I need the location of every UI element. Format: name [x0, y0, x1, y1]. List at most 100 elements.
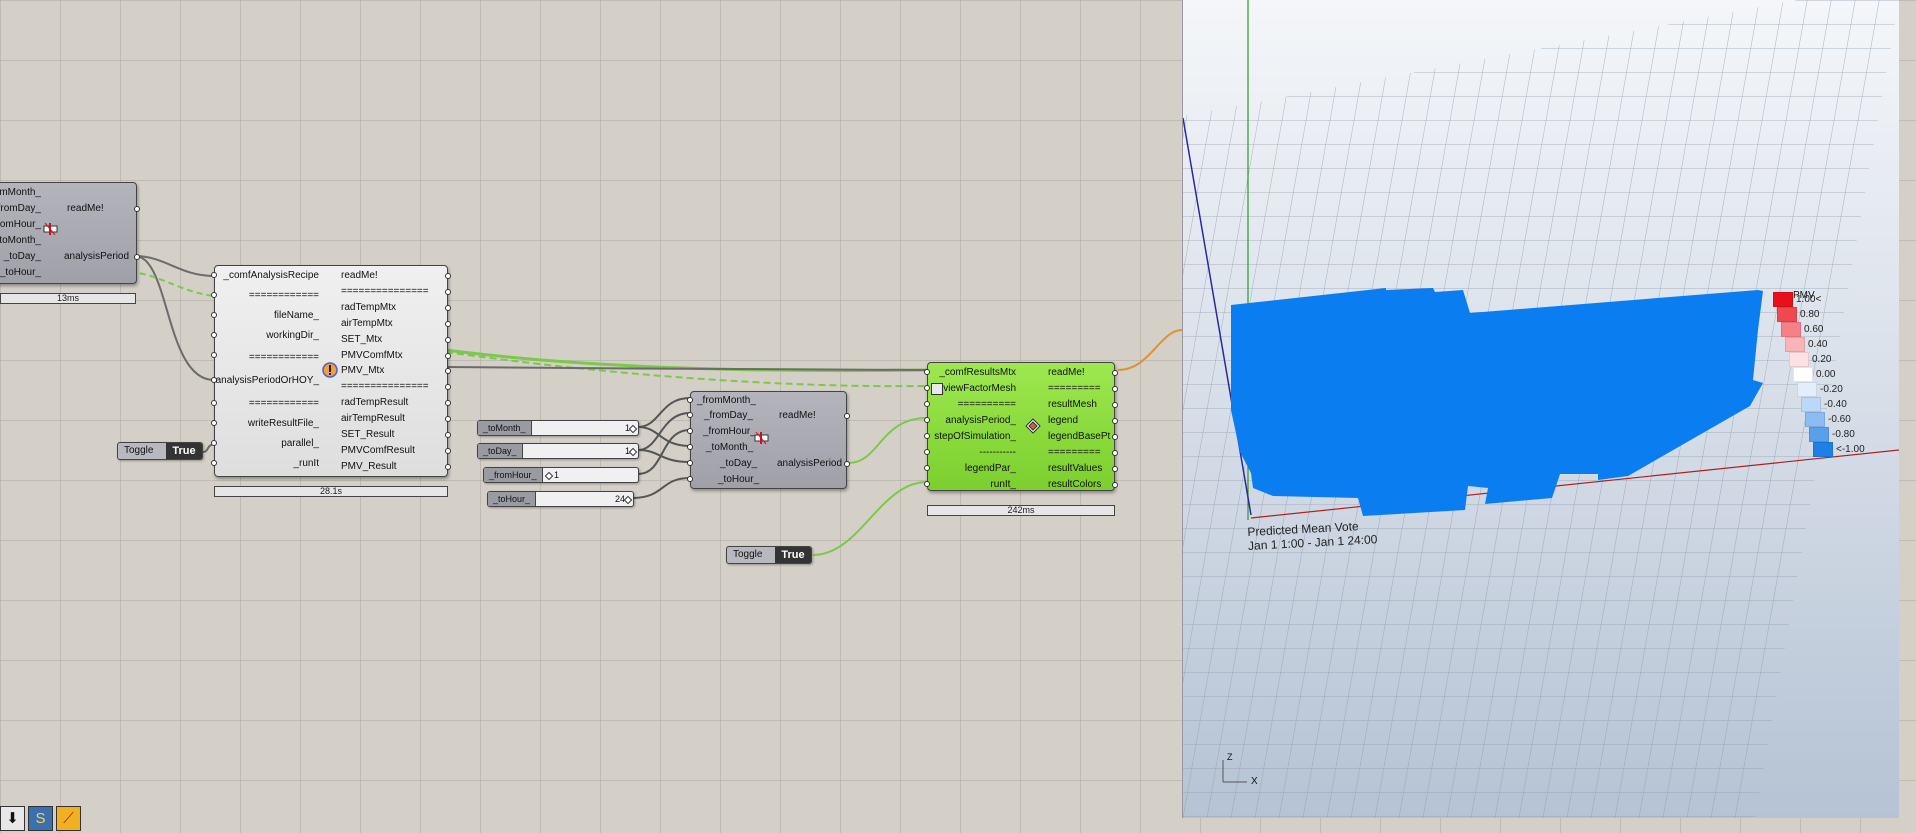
- time-bar: 242ms: [927, 505, 1115, 516]
- output-port[interactable]: [134, 254, 140, 260]
- output-label: analysisPeriod: [64, 251, 130, 262]
- download-icon[interactable]: ⬇: [0, 806, 25, 831]
- number-slider-to-hour[interactable]: _toHour_ 24: [487, 491, 634, 507]
- legend-swatch: [1773, 292, 1793, 307]
- input-port[interactable]: [211, 400, 217, 406]
- output-label: radTempResult: [341, 397, 409, 408]
- output-port[interactable]: [445, 416, 451, 422]
- output-port[interactable]: [445, 368, 451, 374]
- input-port[interactable]: [687, 412, 693, 418]
- input-port[interactable]: [211, 292, 217, 298]
- output-port[interactable]: [1112, 418, 1118, 424]
- output-label: PMV_Result: [341, 461, 397, 472]
- legend-title: PMV: [1793, 290, 1815, 301]
- input-label: ============: [248, 398, 319, 409]
- output-port[interactable]: [1112, 386, 1118, 392]
- output-port[interactable]: [1112, 434, 1118, 440]
- slider-grip-icon[interactable]: [544, 471, 554, 481]
- comfort-recipe-component[interactable]: _comfAnalysisRecipe ============ fileNam…: [211, 265, 451, 477]
- input-label: romHour_: [0, 219, 41, 230]
- output-port[interactable]: [445, 273, 451, 279]
- number-slider-to-day[interactable]: _toDay_ 1: [477, 443, 639, 459]
- analysis-period-component[interactable]: _fromMonth_ _fromDay_ _fromHour_ _toMont…: [687, 391, 850, 489]
- input-label: analysisPeriod_: [945, 415, 1016, 426]
- slider-name: _toMonth_: [478, 421, 532, 435]
- input-port[interactable]: [687, 428, 693, 434]
- output-port[interactable]: [445, 289, 451, 295]
- wire: [134, 255, 215, 277]
- input-port[interactable]: [687, 476, 693, 482]
- output-port[interactable]: [445, 321, 451, 327]
- wire: [1117, 329, 1182, 371]
- output-port[interactable]: [844, 461, 850, 467]
- input-port[interactable]: [211, 420, 217, 426]
- output-port[interactable]: [1112, 482, 1118, 488]
- legend-label: 0.40: [1808, 339, 1828, 350]
- input-port[interactable]: [687, 397, 693, 403]
- output-port[interactable]: [445, 337, 451, 343]
- legend-swatch: [1789, 352, 1809, 367]
- input-port[interactable]: [687, 444, 693, 450]
- input-port[interactable]: [211, 332, 217, 338]
- input-port[interactable]: [687, 460, 693, 466]
- taskbar: ⬇ S ⟋: [0, 806, 92, 833]
- output-port[interactable]: [1112, 466, 1118, 472]
- input-port[interactable]: [924, 417, 930, 423]
- output-port[interactable]: [1112, 450, 1118, 456]
- wire: [637, 426, 691, 447]
- warning-icon: [322, 362, 338, 378]
- output-port[interactable]: [445, 305, 451, 311]
- input-port[interactable]: [211, 272, 217, 278]
- output-port[interactable]: [1112, 402, 1118, 408]
- mesh-input-icon: [931, 383, 943, 395]
- output-port[interactable]: [445, 400, 451, 406]
- input-port[interactable]: [211, 460, 217, 466]
- wire: [129, 271, 215, 297]
- recolor-mesh-component[interactable]: _comfResultsMtx _viewFactorMesh ========…: [924, 362, 1118, 491]
- input-port[interactable]: [924, 369, 930, 375]
- input-port[interactable]: [211, 352, 217, 358]
- slider-grip-icon[interactable]: [628, 424, 638, 434]
- output-label: resultValues: [1048, 463, 1103, 474]
- output-port[interactable]: [445, 384, 451, 390]
- boolean-toggle[interactable]: Toggle True: [726, 546, 812, 564]
- input-port[interactable]: [924, 401, 930, 407]
- input-port[interactable]: [211, 312, 217, 318]
- input-label: _runIt: [293, 458, 319, 469]
- toggle-value[interactable]: True: [775, 547, 811, 563]
- output-port[interactable]: [445, 432, 451, 438]
- slider-grip-icon[interactable]: [628, 447, 638, 457]
- output-label: SET_Mtx: [341, 334, 383, 345]
- output-label: SET_Result: [341, 429, 395, 440]
- output-port[interactable]: [445, 448, 451, 454]
- input-port[interactable]: [211, 440, 217, 446]
- analysis-period-component-left[interactable]: mMonth_ fromDay_ romHour_ toMonth_ _toDa…: [0, 182, 140, 284]
- legend-label: -0.60: [1828, 414, 1851, 425]
- output-port[interactable]: [445, 353, 451, 359]
- legend-label: -0.80: [1832, 429, 1855, 440]
- output-label: airTempResult: [341, 413, 405, 424]
- input-port[interactable]: [924, 449, 930, 455]
- x-axis-line: [1250, 449, 1899, 519]
- output-port[interactable]: [1112, 370, 1118, 376]
- output-port[interactable]: [445, 464, 451, 470]
- boolean-toggle[interactable]: Toggle True: [117, 442, 203, 460]
- output-label: readMe!: [67, 203, 104, 214]
- toggle-value[interactable]: True: [166, 443, 202, 459]
- python-icon[interactable]: S: [28, 806, 53, 831]
- number-slider-from-hour[interactable]: _fromHour_ 1: [483, 467, 639, 483]
- slider-value: 1: [554, 470, 560, 480]
- input-port[interactable]: [924, 481, 930, 487]
- slider-grip-icon[interactable]: [623, 495, 633, 505]
- output-port[interactable]: [134, 206, 140, 212]
- ladybug-icon[interactable]: ⟋: [56, 806, 81, 831]
- output-port[interactable]: [844, 413, 850, 419]
- number-slider-to-month[interactable]: _toMonth_ 1: [477, 420, 639, 436]
- viewport-scene: [1183, 0, 1899, 818]
- legend-label: <-1.00: [1836, 444, 1865, 455]
- input-port[interactable]: [924, 385, 930, 391]
- input-port[interactable]: [924, 433, 930, 439]
- input-port[interactable]: [211, 377, 217, 383]
- input-port[interactable]: [924, 465, 930, 471]
